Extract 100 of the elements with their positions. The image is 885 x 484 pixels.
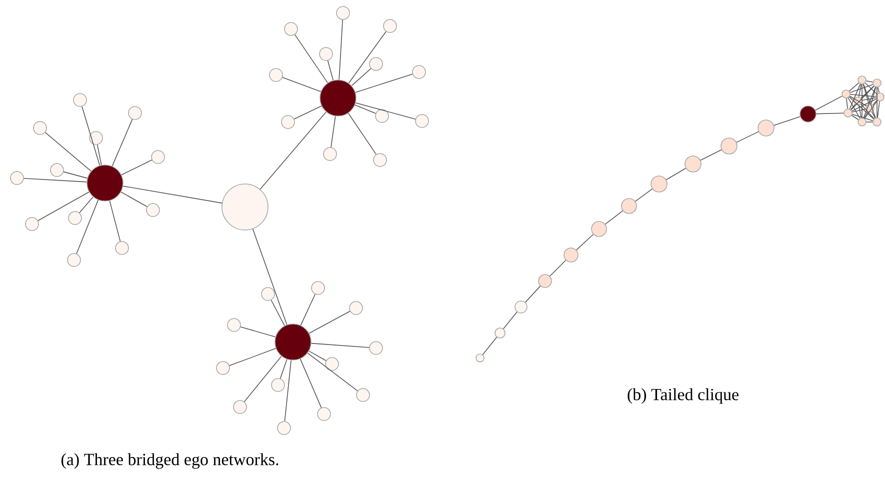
graph-node (128, 106, 142, 120)
graph-node (375, 109, 389, 123)
graph-node (844, 108, 852, 118)
edge-line (44, 132, 92, 172)
graph-node (373, 153, 387, 167)
edge-line (300, 294, 316, 326)
graph-node (591, 221, 607, 237)
graph-node (494, 328, 506, 338)
graph-node (323, 147, 337, 161)
graph-node (854, 96, 862, 106)
graph-node (222, 184, 268, 230)
edge-line (876, 87, 878, 118)
edge-line (307, 352, 358, 392)
edge-line (524, 286, 541, 303)
edge-line (872, 112, 876, 118)
edge-line (122, 186, 222, 204)
graph-node (284, 22, 298, 36)
graph-node (86, 164, 124, 202)
graph-node (758, 120, 774, 136)
graph-node (67, 253, 81, 267)
edge-line (604, 210, 624, 225)
edge-line (348, 112, 377, 155)
edge-line (63, 171, 88, 179)
graph-node (151, 150, 165, 164)
subfigure-caption: (b) Tailed clique (628, 388, 738, 404)
graph-node (538, 274, 552, 288)
edge-line (850, 104, 856, 110)
graph-node (412, 65, 426, 79)
graph-node (33, 121, 47, 135)
graph-node (621, 198, 637, 214)
graph-node (383, 19, 397, 33)
edge-line (330, 116, 336, 148)
edge-line (503, 312, 518, 330)
edge-line (280, 358, 288, 379)
edge-line (260, 112, 326, 190)
edge-line (270, 300, 285, 326)
edge-line (816, 112, 844, 114)
edge-line (351, 68, 372, 86)
edge-line (848, 96, 874, 120)
edge-line (282, 77, 322, 92)
graph-node (872, 78, 882, 88)
edge-line (850, 86, 874, 110)
graph-node (319, 47, 333, 61)
edge-line (229, 348, 276, 366)
edge-line (858, 84, 862, 98)
edge-line (348, 31, 386, 84)
edge-line (327, 60, 334, 81)
edge-line (244, 356, 282, 402)
edge-line (700, 149, 722, 161)
edge-line (858, 104, 862, 118)
graph-node (415, 114, 429, 128)
edge-line (815, 96, 843, 110)
graph-node (356, 388, 370, 402)
edge-line (851, 114, 859, 120)
edge-line (848, 97, 860, 119)
edge-line (634, 188, 653, 202)
graph-node (25, 217, 39, 231)
edge-line (284, 360, 292, 422)
graph-node (349, 301, 363, 315)
edge-line (310, 342, 370, 348)
graph-node (325, 357, 339, 371)
graph-node (866, 104, 874, 112)
edge-line (860, 104, 874, 120)
edge-line (354, 104, 376, 114)
edge-line (864, 100, 878, 119)
edge-line (850, 94, 876, 97)
edge-line (862, 97, 876, 101)
graph-node (89, 131, 103, 145)
edge-line (872, 100, 878, 106)
graph-node (564, 248, 578, 262)
graph-node (876, 92, 884, 102)
edge-line (24, 178, 88, 182)
graph-node (50, 163, 64, 177)
edge-line (736, 131, 759, 143)
edge-line (38, 192, 90, 222)
edge-line (294, 34, 328, 84)
graph-node (858, 118, 866, 126)
graph-node (317, 407, 331, 421)
edge-line (308, 310, 350, 334)
edge-line (862, 84, 870, 104)
graph-node (269, 68, 283, 82)
graph-node (311, 281, 325, 295)
edge-line (550, 260, 566, 277)
edge-line (878, 86, 880, 94)
edge-line (79, 196, 94, 214)
edge-line (774, 116, 800, 126)
edge-line (864, 111, 868, 119)
graph-node (336, 6, 350, 20)
edge-line (300, 358, 322, 408)
edge-line (852, 98, 876, 112)
graph-node (271, 378, 285, 392)
edge-line (120, 192, 148, 208)
edge-line (666, 168, 686, 180)
graph-node (68, 211, 82, 225)
graph-node (476, 354, 484, 362)
graph-node (650, 176, 668, 192)
edge-line (852, 108, 866, 112)
graph-node (277, 421, 291, 435)
edge-line (861, 102, 867, 106)
edge-line (576, 234, 594, 250)
